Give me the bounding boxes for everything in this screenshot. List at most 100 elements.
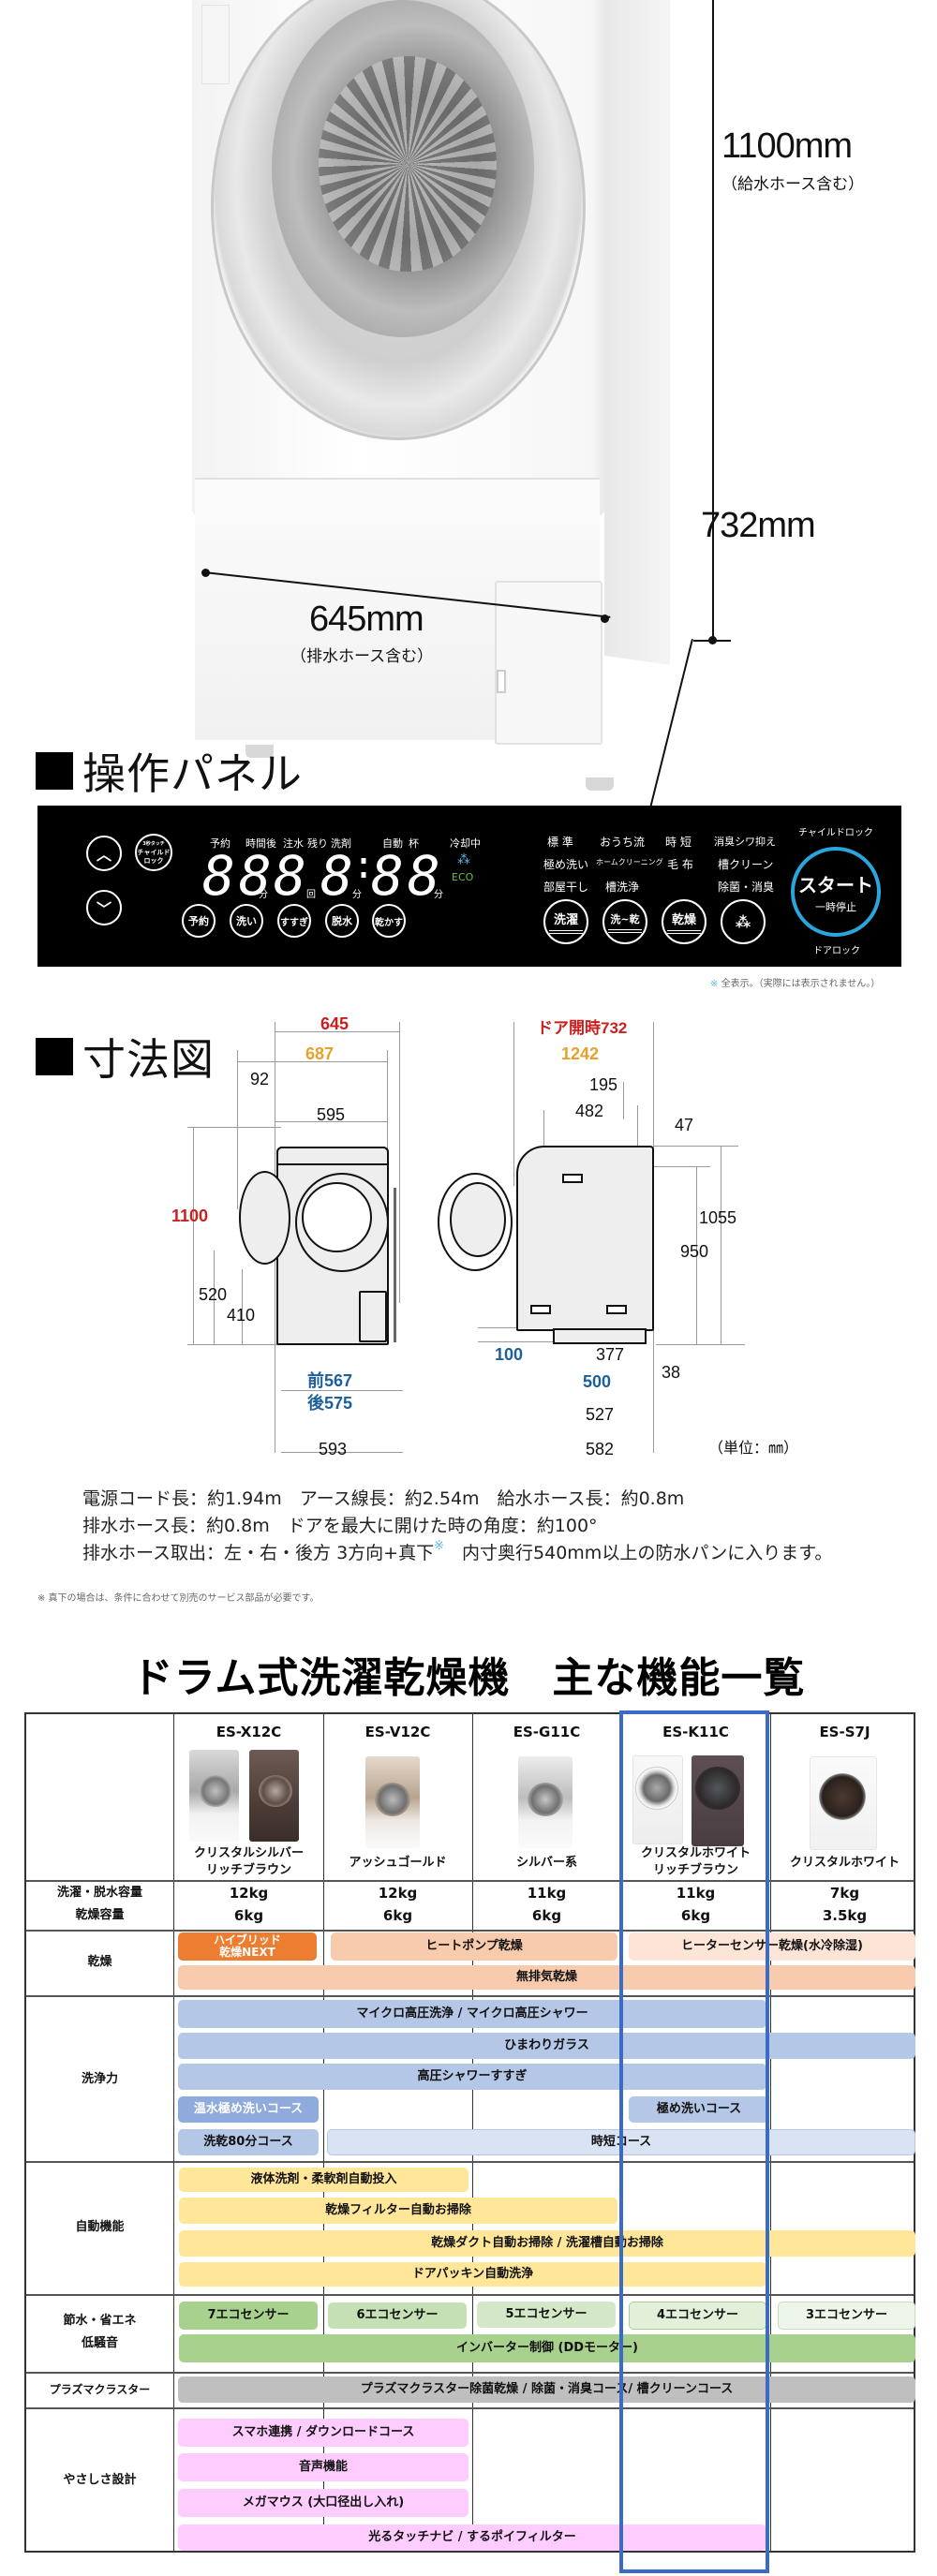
feature-ventless-drying: 無排気乾燥 — [178, 1965, 915, 1990]
filter-cover — [359, 1291, 387, 1342]
display-label: 注水 — [283, 837, 304, 850]
dim-hose-depth: 195 — [589, 1075, 618, 1094]
course-label: ホームクリーニング — [596, 858, 663, 866]
depth-value: 732mm — [701, 506, 816, 545]
feature-voice: 音声機能 — [178, 2453, 468, 2481]
depth-dimension-line — [648, 639, 693, 812]
dim-foot-height: 38 — [662, 1363, 681, 1382]
dim-height-hose: 1055 — [699, 1208, 737, 1227]
child-lock-label: チャイルドロック — [798, 828, 873, 838]
feature-touch-navi: 光るタッチナビ / するポイフィルター — [178, 2524, 766, 2551]
wave-icon — [667, 930, 701, 934]
course-label: おうち流 — [600, 836, 646, 849]
ion-mode-button[interactable]: ⁂ — [721, 899, 766, 944]
cooling-indicator: 冷却中 — [450, 837, 481, 850]
washer-side-panel — [604, 0, 670, 665]
dim-height-body: 950 — [680, 1242, 709, 1261]
dim-base-width: 593 — [319, 1440, 348, 1458]
height-dimension-line — [712, 0, 714, 640]
row-label-easy: やさしさ設計 — [63, 2473, 137, 2487]
wash-mode-button[interactable]: 洗濯 — [543, 899, 588, 944]
front-door-glass — [302, 1182, 372, 1252]
row-label-capacity: 洗濯・脱水容量乾燥容量 — [56, 1886, 142, 1922]
feature-micro-pressure: マイクロ高圧洗浄 / マイクロ高圧シャワー — [178, 2000, 766, 2028]
feature-megamouth: メガマウス (大口径出し入れ) — [178, 2489, 468, 2517]
reservation-button[interactable]: 予約 — [182, 904, 216, 938]
display-digits-hours: 8 — [320, 844, 357, 908]
panel-footnote: ※ 全表示。（実際には表示されません。） — [710, 979, 881, 989]
color-name: クリスタルホワイトリッチブラウン — [640, 1846, 751, 1877]
dim-door-open-depth: ドア開時732 — [537, 1019, 628, 1037]
display-colon: : — [352, 844, 379, 887]
dim-feet-front: 前567 — [307, 1371, 353, 1390]
child-lock-button[interactable]: 3秒タッチ チャイルド ロック — [135, 834, 172, 871]
feature-inverter: インバーター制御 (DDモーター) — [179, 2334, 915, 2362]
course-label: 槽クリーン — [718, 858, 774, 871]
dim-feet-back: 後575 — [307, 1394, 353, 1413]
model-name: ES-V12C — [364, 1724, 431, 1740]
section-title-control-panel: 操作パネル — [36, 740, 303, 802]
display-label: 予約 — [210, 837, 231, 850]
dry-time-button[interactable]: 乾かす — [372, 904, 406, 938]
course-label: 消臭シワ抑え — [714, 836, 776, 848]
model-name: ES-S7J — [819, 1724, 870, 1740]
color-name: アッシュゴールド — [349, 1856, 447, 1870]
open-door — [239, 1171, 290, 1265]
ion-grape-icon: ⁂ — [457, 852, 470, 867]
spec-line-cords: 電源コード長：約1.94m アース線長：約2.54m 給水ホース長：約0.8m — [82, 1488, 685, 1509]
row-label-eco: 節水・省エネ低騒音 — [63, 2314, 137, 2350]
spin-button[interactable]: 脱水 — [325, 904, 359, 938]
dim-hose-offset: 92 — [250, 1070, 270, 1088]
feature-smartphone: スマホ連携 / ダウンロードコース — [178, 2419, 468, 2447]
model-name: ES-G11C — [513, 1724, 581, 1740]
up-button[interactable]: ︿ — [86, 836, 122, 871]
feature-jitan-course: 時短コース — [327, 2129, 915, 2155]
display-digits-reservation: 88 — [202, 844, 275, 908]
dim-back-offset: 47 — [675, 1116, 694, 1134]
feature-hybrid-drying: ハイブリッド乾燥NEXT — [178, 1932, 317, 1961]
dim-door-open-width: 687 — [305, 1044, 335, 1063]
dim-top-depth: 482 — [575, 1102, 604, 1120]
feature-eco-sensor-6: 6エコセンサー — [328, 2302, 467, 2329]
display-label: 残り — [307, 837, 328, 850]
chevron-down-icon: ﹀ — [96, 900, 112, 918]
control-panel: ︿ ﹀ 3秒タッチ チャイルド ロック 予約 時間後 注水 残り 洗剤 自動 杯… — [37, 806, 901, 967]
square-bullet-icon — [36, 1038, 73, 1075]
feature-plasmacluster: プラズマクラスター除菌乾燥 / 除菌・消臭コース/ 槽クリーンコース — [178, 2376, 915, 2403]
display-label: 時間後 — [245, 837, 276, 850]
spec-footnote: ※ 真下の場合は、条件に合わせて別売のサービス部品が必要です。 — [37, 1593, 320, 1604]
dimension-endpoint — [201, 569, 210, 577]
wave-icon — [608, 928, 642, 933]
width-value: 645mm — [309, 600, 424, 639]
ion-grape-icon: ⁂ — [735, 912, 751, 931]
dimension-tick — [693, 640, 731, 642]
dim-door-center: 520 — [199, 1285, 228, 1304]
start-pause-button[interactable]: スタート 一時停止 — [791, 847, 881, 937]
dim-front-width: 645 — [320, 1014, 350, 1033]
dry-mode-button[interactable]: 乾燥 — [662, 899, 706, 944]
color-name: シルバー系 — [515, 1856, 577, 1870]
dim-total-depth: 1242 — [561, 1044, 600, 1063]
down-button[interactable]: ﹀ — [86, 890, 122, 925]
row-label-drying: 乾燥 — [87, 1955, 112, 1969]
course-label: 標 準 — [547, 836, 573, 849]
square-bullet-icon — [36, 752, 73, 790]
filter-handle — [497, 670, 506, 693]
washer-drum — [319, 56, 497, 272]
rinse-button[interactable]: すすぎ — [277, 904, 311, 938]
dim-feet-inner: 377 — [596, 1345, 625, 1364]
wash-button[interactable]: 洗い — [230, 904, 263, 938]
feature-filter-clean: 乾燥フィルター自動お掃除 — [179, 2198, 617, 2224]
feature-shower-rinse: 高圧シャワーすすぎ — [178, 2064, 766, 2090]
feature-auto-detergent: 液体洗剤・柔軟剤自動投入 — [179, 2168, 468, 2192]
course-label: 除菌・消臭 — [718, 881, 775, 894]
filter-door — [495, 581, 602, 745]
feature-eco-sensor-3: 3エコセンサー — [778, 2302, 915, 2330]
unit-label: （単位：㎜） — [708, 1441, 799, 1457]
wash-dry-mode-button[interactable]: 洗~乾 — [602, 899, 647, 944]
wave-icon — [549, 930, 583, 934]
dim-base-depth: 527 — [586, 1405, 615, 1424]
